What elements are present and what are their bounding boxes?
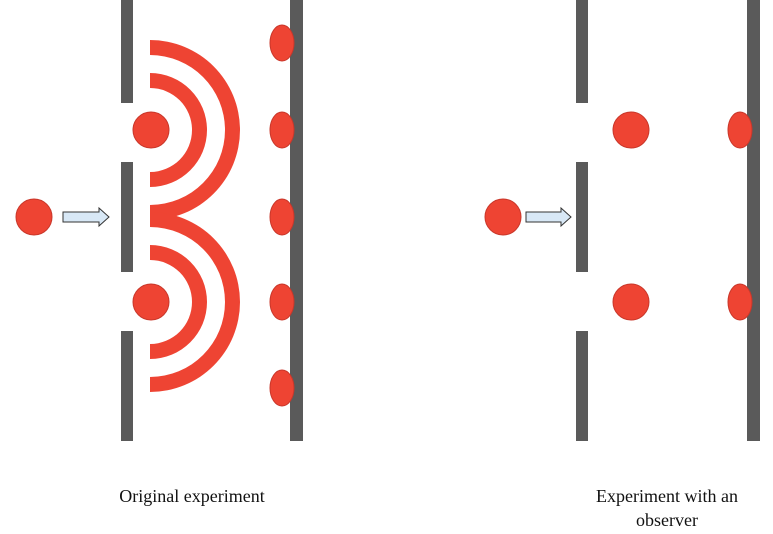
observer-experiment-panel bbox=[484, 0, 760, 441]
screen-hit bbox=[269, 24, 295, 62]
barrier-bottom-segment bbox=[121, 331, 133, 441]
screen-hit bbox=[269, 111, 295, 149]
barrier-top-segment bbox=[121, 0, 133, 103]
direction-arrow-icon bbox=[525, 206, 572, 228]
caption-observer-line-1: Experiment with an bbox=[596, 486, 738, 506]
screen-hit bbox=[269, 369, 295, 407]
wave-front-top-inner bbox=[150, 73, 207, 187]
screen-hit bbox=[727, 283, 753, 321]
wave-front-top-outer bbox=[150, 40, 240, 220]
direction-arrow-icon bbox=[62, 206, 110, 228]
caption-observer-line-2: observer bbox=[636, 510, 698, 530]
caption-observer-experiment: Experiment with an observer bbox=[572, 484, 762, 532]
incoming-particle bbox=[15, 198, 53, 236]
particle-after-top-slit bbox=[612, 111, 650, 149]
incoming-particle bbox=[484, 198, 522, 236]
barrier-middle-segment bbox=[121, 162, 133, 272]
barrier-middle-segment bbox=[576, 162, 588, 272]
barrier-bottom-segment bbox=[576, 331, 588, 441]
slit-particle-top bbox=[132, 111, 170, 149]
barrier-top-segment bbox=[576, 0, 588, 103]
screen-hit bbox=[727, 111, 753, 149]
detection-screen bbox=[290, 0, 303, 441]
particle-after-bottom-slit bbox=[612, 283, 650, 321]
original-experiment-panel bbox=[15, 0, 303, 441]
caption-original-experiment: Original experiment bbox=[119, 486, 265, 506]
screen-hit bbox=[269, 198, 295, 236]
wave-front-bottom-inner bbox=[150, 245, 207, 359]
slit-particle-bottom bbox=[132, 283, 170, 321]
wave-front-bottom-outer bbox=[150, 212, 240, 392]
detection-screen bbox=[747, 0, 760, 441]
screen-hit bbox=[269, 283, 295, 321]
